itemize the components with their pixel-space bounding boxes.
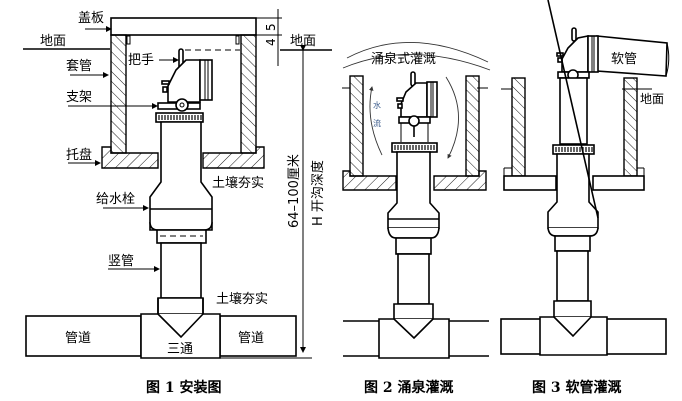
hydrant-head xyxy=(155,48,213,123)
label-tray: 托盘 xyxy=(66,147,92,163)
tray-right xyxy=(202,146,265,169)
label-ground: 地面 xyxy=(640,92,664,106)
label-bubbler-title: 涌泉式灌溉 xyxy=(371,51,436,67)
sleeve-wall-right xyxy=(465,75,480,177)
bracket-knob xyxy=(175,98,189,112)
label-bracket: 支架 xyxy=(66,90,92,105)
riser-pipe xyxy=(397,253,430,305)
tray-left xyxy=(503,175,557,191)
label-pipe-right: 管道 xyxy=(238,331,264,346)
tray-left xyxy=(342,170,397,191)
water-flow-arrow-left xyxy=(369,86,383,156)
label-riser: 竖管 xyxy=(108,254,134,269)
label-hose: 软管 xyxy=(611,52,637,67)
water-flow-arrow-right xyxy=(445,76,459,159)
label-sleeve: 套管 xyxy=(66,58,92,74)
pipe-right xyxy=(219,315,297,357)
knurl-stripes xyxy=(555,147,593,152)
spray-arc-outer xyxy=(346,41,489,63)
sleeve-wall-right xyxy=(240,34,257,154)
label-tee: 三通 xyxy=(167,342,193,357)
sleeve-wall-left xyxy=(349,75,364,177)
sleeve-wall-left xyxy=(110,34,127,154)
cover-tab-left xyxy=(126,35,131,45)
dim-depth-label: H 开沟深度 xyxy=(310,160,326,226)
label-water-flow-1: 水 xyxy=(373,100,381,110)
figure-1-installation: 盖板 地面 地面 套管 把手 支架 托盘 土壤夯实 给水栓 竖管 土壤夯实 管道… xyxy=(23,9,332,396)
caption-figure-3: 图 3 软管灌溉 xyxy=(532,379,622,396)
spray-arc-inner xyxy=(342,54,491,71)
caption-figure-1: 图 1 安装图 xyxy=(146,379,222,396)
riser-pipe xyxy=(160,242,202,299)
sleeve-wall-left xyxy=(511,77,526,177)
riser-pipe xyxy=(556,250,589,302)
label-soil-compacted-lower: 土壤夯实 xyxy=(216,291,268,307)
label-handle: 把手 xyxy=(128,53,154,68)
cover-plate xyxy=(110,17,257,36)
cover-tab-right xyxy=(235,35,240,45)
sleeve-wall-right xyxy=(623,77,638,177)
caption-figure-2: 图 2 涌泉灌溉 xyxy=(364,379,454,396)
knurl-stripes xyxy=(394,145,435,150)
knurl-stripes xyxy=(158,115,202,120)
dim-cover-thickness: 5 xyxy=(264,23,278,31)
label-water-flow-2: 流 xyxy=(373,118,381,128)
label-cover-plate: 盖板 xyxy=(78,11,104,26)
knurled-collar xyxy=(391,142,438,153)
label-soil-compacted-upper: 土壤夯实 xyxy=(212,175,264,191)
figure-2-bubbler-irrigation: 涌泉式灌溉 水 流 图 2 涌泉灌溉 xyxy=(342,41,491,396)
label-pipe-left: 管道 xyxy=(65,331,91,346)
pipe-left xyxy=(25,315,142,357)
tray-right xyxy=(433,170,487,191)
dim-depth-range: 64–100厘米 xyxy=(287,154,302,228)
tray-left xyxy=(101,146,159,169)
figure-3-hose-irrigation: 软管 地面 图 3 软管灌溉 xyxy=(500,0,670,396)
label-ground-right: 地面 xyxy=(290,34,316,49)
hydrant-body xyxy=(149,121,213,231)
tray-right xyxy=(592,175,645,191)
dim-gap-below-ground: 4 xyxy=(264,38,278,46)
label-ground-left: 地面 xyxy=(40,34,66,49)
label-hydrant: 给水栓 xyxy=(96,192,135,207)
